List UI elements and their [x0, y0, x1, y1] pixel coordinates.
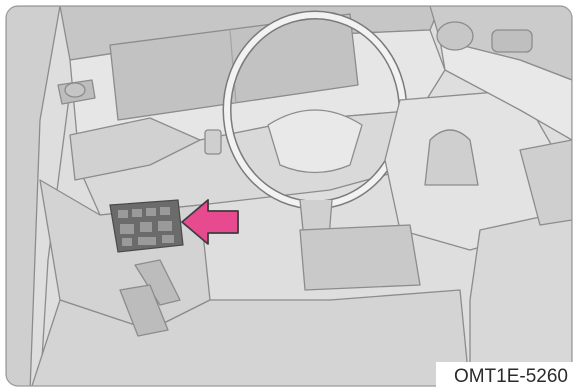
- fuse-box-icon: [110, 200, 183, 252]
- figure-code: OMT1E-5260: [436, 362, 578, 392]
- figure-code-label: OMT1E-5260: [454, 366, 568, 388]
